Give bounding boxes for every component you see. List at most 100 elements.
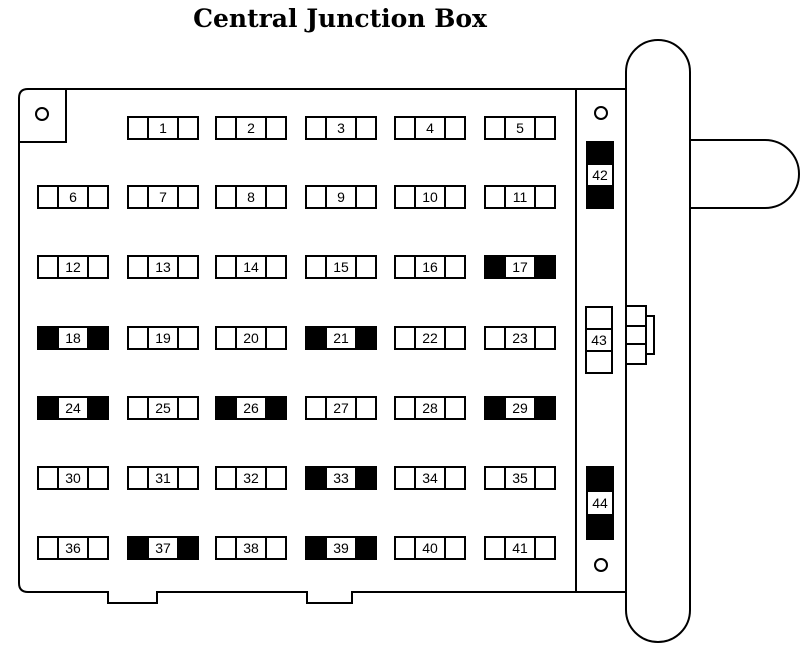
- fuse-window: [235, 116, 267, 140]
- fuse-35: 35: [484, 466, 556, 490]
- fuse-2: 2: [215, 116, 287, 140]
- fuse-3: 3: [305, 116, 377, 140]
- relay-label: 42: [592, 167, 608, 183]
- fuse-33: 33: [305, 466, 377, 490]
- fuse-40: 40: [394, 536, 466, 560]
- fuse-label: 1: [159, 120, 167, 136]
- fuse-window: [504, 396, 536, 420]
- fuse-34: 34: [394, 466, 466, 490]
- fuse-label: 31: [155, 470, 171, 486]
- fuse-window: [325, 185, 357, 209]
- fuse-30: 30: [37, 466, 109, 490]
- fuse-label: 6: [69, 189, 77, 205]
- fuse-label: 40: [422, 540, 438, 556]
- fuse-label: 20: [243, 330, 259, 346]
- fuse-23: 23: [484, 326, 556, 350]
- fuse-label: 19: [155, 330, 171, 346]
- fuse-window: [325, 536, 357, 560]
- fuse-11: 11: [484, 185, 556, 209]
- fuse-label: 30: [65, 470, 81, 486]
- fuse-label: 41: [512, 540, 528, 556]
- fuse-label: 24: [65, 400, 81, 416]
- fuse-label: 11: [513, 189, 528, 205]
- relay-label: 44: [592, 495, 608, 511]
- fuse-label: 23: [512, 330, 528, 346]
- fuse-label: 13: [155, 259, 171, 275]
- fuse-4: 4: [394, 116, 466, 140]
- fuse-window: [147, 396, 179, 420]
- fuse-window: [57, 396, 89, 420]
- fuse-window: [414, 255, 446, 279]
- fuse-window: [57, 536, 89, 560]
- fuse-window: [235, 255, 267, 279]
- fuse-label: 27: [333, 400, 349, 416]
- fuse-window: [147, 536, 179, 560]
- fuse-28: 28: [394, 396, 466, 420]
- fuse-label: 29: [512, 400, 528, 416]
- relay-42: 42: [586, 141, 614, 209]
- fuse-37: 37: [127, 536, 199, 560]
- fuse-label: 26: [243, 400, 259, 416]
- fuse-label: 38: [243, 540, 259, 556]
- fuse-label: 32: [243, 470, 259, 486]
- fuse-18: 18: [37, 326, 109, 350]
- fuse-label: 35: [512, 470, 528, 486]
- fuse-16: 16: [394, 255, 466, 279]
- fuse-label: 25: [155, 400, 171, 416]
- fuse-window: [414, 116, 446, 140]
- fuse-label: 17: [512, 259, 528, 275]
- fuse-9: 9: [305, 185, 377, 209]
- fuse-window: [504, 255, 536, 279]
- fuse-label: 37: [155, 540, 171, 556]
- fuse-label: 21: [333, 330, 349, 346]
- fuse-window: [325, 255, 357, 279]
- fuse-26: 26: [215, 396, 287, 420]
- fuse-14: 14: [215, 255, 287, 279]
- fuse-window: [504, 536, 536, 560]
- fuse-window: [414, 536, 446, 560]
- fuse-label: 2: [247, 120, 255, 136]
- fuse-window: [235, 185, 267, 209]
- fuse-20: 20: [215, 326, 287, 350]
- fuse-window: [147, 326, 179, 350]
- fuse-window: [147, 116, 179, 140]
- diagram-title: Central Junction Box: [193, 4, 487, 33]
- fuse-label: 22: [422, 330, 438, 346]
- fuse-36: 36: [37, 536, 109, 560]
- relay-window: [585, 328, 613, 352]
- fuse-19: 19: [127, 326, 199, 350]
- fuse-label: 18: [65, 330, 81, 346]
- relay-44: 44: [586, 466, 614, 540]
- fuse-window: [504, 466, 536, 490]
- fuse-window: [235, 396, 267, 420]
- fuse-label: 7: [159, 189, 167, 205]
- fuse-window: [414, 396, 446, 420]
- fuse-window: [57, 466, 89, 490]
- fuse-window: [57, 326, 89, 350]
- fuse-label: 14: [243, 259, 259, 275]
- fuse-window: [325, 116, 357, 140]
- fuse-8: 8: [215, 185, 287, 209]
- mounting-hole-left: [35, 107, 49, 121]
- fuse-38: 38: [215, 536, 287, 560]
- fuse-1: 1: [127, 116, 199, 140]
- fuse-window: [57, 255, 89, 279]
- fuse-label: 28: [422, 400, 438, 416]
- fuse-21: 21: [305, 326, 377, 350]
- fuse-25: 25: [127, 396, 199, 420]
- fuse-window: [414, 185, 446, 209]
- fuse-label: 15: [333, 259, 349, 275]
- fuse-31: 31: [127, 466, 199, 490]
- fuse-label: 3: [337, 120, 345, 136]
- fuse-window: [414, 326, 446, 350]
- fuse-window: [57, 185, 89, 209]
- mounting-hole-top-right: [594, 106, 608, 120]
- fuse-window: [325, 396, 357, 420]
- fuse-15: 15: [305, 255, 377, 279]
- fuse-label: 39: [333, 540, 349, 556]
- fuse-12: 12: [37, 255, 109, 279]
- mounting-hole-bottom-right: [594, 558, 608, 572]
- fuse-13: 13: [127, 255, 199, 279]
